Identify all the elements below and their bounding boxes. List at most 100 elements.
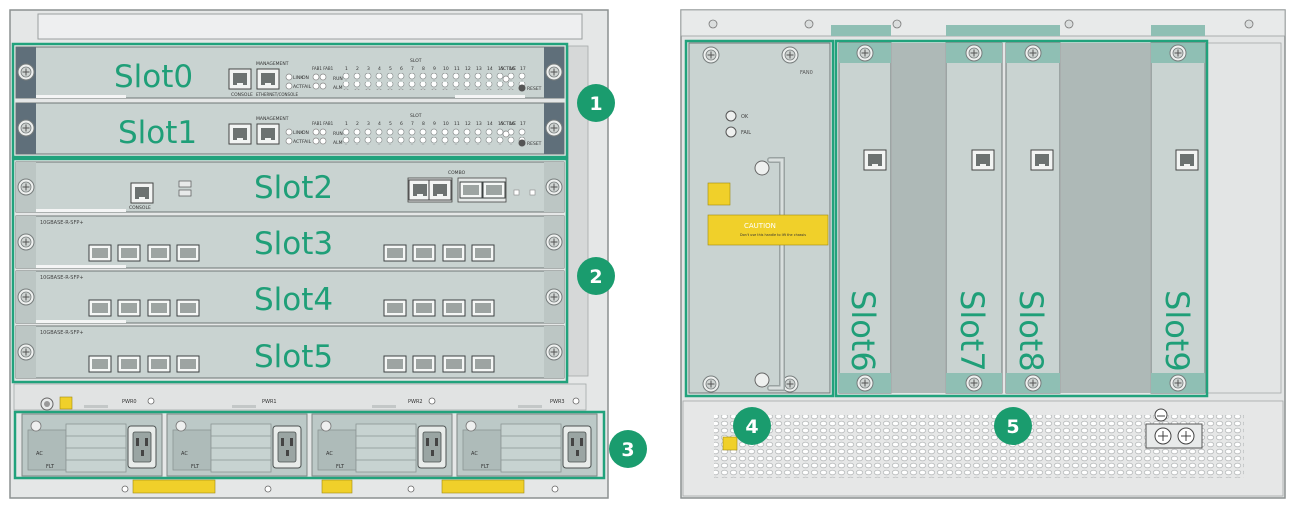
power-supplies: AC FLT AC FLT AC FLT AC FLT xyxy=(21,413,598,477)
svg-text:10: 10 xyxy=(443,66,449,72)
svg-text:5: 5 xyxy=(389,66,392,72)
psu-3-flt-label: FLT xyxy=(481,464,490,470)
svg-text:11: 11 xyxy=(454,66,460,72)
power-bay-header: PWR0 PWR1 PWR2 PWR3 xyxy=(13,383,587,411)
svg-text:16: 16 xyxy=(509,66,515,72)
slot1-link-label: LINK xyxy=(293,130,304,136)
slot9-card: Slot9 xyxy=(1150,42,1206,394)
slot2-console-label: CONSOLE xyxy=(129,205,151,211)
psu-2: AC FLT xyxy=(311,413,453,477)
svg-text:14: 14 xyxy=(487,66,493,72)
svg-text:6: 6 xyxy=(400,121,403,127)
bottom-warning-strip xyxy=(121,479,559,494)
slot3-card: 10GBASE-R-SFP+ Slot3 xyxy=(15,215,565,269)
slot3-label: Slot3 xyxy=(254,226,333,262)
svg-text:10: 10 xyxy=(443,121,449,127)
svg-text:13: 13 xyxy=(476,66,482,72)
slot6-label: Slot6 xyxy=(844,290,882,372)
svg-text:17: 17 xyxy=(520,121,526,127)
fan-caution-text: Don't use this handle to lift the chassi… xyxy=(740,233,806,237)
svg-text:11: 11 xyxy=(454,121,460,127)
svg-text:16: 16 xyxy=(509,121,515,127)
slot0-fabric-label: FAB1 FAB1 xyxy=(312,66,334,71)
slot1-run-label: RUN xyxy=(333,131,343,137)
slot0-alm-label: ALM xyxy=(333,85,343,91)
highlight-power-group xyxy=(13,410,606,480)
front-chassis: Slot0 MANAGEMENT CONSOLE ETHERNET/CONSOL… xyxy=(9,9,609,499)
svg-text:17: 17 xyxy=(520,66,526,72)
svg-text:4: 4 xyxy=(378,66,381,72)
callout-3: 3 xyxy=(609,430,647,468)
fan-fail-label: FAIL xyxy=(741,130,751,136)
slot1-card: Slot1 MANAGEMENT LINK ACT ON FAIL FAB1 F… xyxy=(15,102,565,155)
svg-text:1: 1 xyxy=(589,93,602,115)
slot1-reset-label: RESET xyxy=(527,141,542,147)
rear-chassis: FAN0 OK FAIL CAUTION Don't use this hand… xyxy=(680,9,1286,499)
psu-1-ac-label: AC xyxy=(181,451,188,457)
slot0-on-label: ON xyxy=(302,75,309,81)
fan-ok-label: OK xyxy=(741,114,749,120)
svg-text:8: 8 xyxy=(422,66,425,72)
fan-tray: FAN0 OK FAIL CAUTION Don't use this hand… xyxy=(688,42,831,394)
svg-text:2: 2 xyxy=(356,66,359,72)
slot5-model-label: 10GBASE-R-SFP+ xyxy=(40,330,84,336)
slot0-fail-label: FAIL xyxy=(302,84,312,90)
svg-text:1: 1 xyxy=(345,121,348,127)
svg-text:3: 3 xyxy=(367,66,370,72)
slot8-card: Slot8 xyxy=(1005,42,1061,394)
svg-text:2: 2 xyxy=(589,266,602,288)
slot6-card: Slot6 xyxy=(838,42,892,394)
slot5-label: Slot5 xyxy=(254,339,333,375)
fan-caution-title: CAUTION xyxy=(744,222,776,230)
slot0-ethernet-label: ETHERNET/CONSOLE xyxy=(256,92,298,97)
slot7-label: Slot7 xyxy=(953,290,991,372)
psu-1: AC FLT xyxy=(166,413,308,477)
svg-text:5: 5 xyxy=(389,121,392,127)
slot1-active-label: ACTIVE xyxy=(500,121,516,127)
psu-0: AC FLT xyxy=(21,413,163,477)
svg-text:15: 15 xyxy=(498,66,504,72)
svg-text:12: 12 xyxy=(465,121,471,127)
rear-vent-panel xyxy=(682,400,1284,497)
svg-text:8: 8 xyxy=(422,121,425,127)
slot0-console-label: CONSOLE xyxy=(231,92,253,98)
slot1-fail-label: FAIL xyxy=(302,139,312,145)
psu-1-flt-label: FLT xyxy=(191,464,200,470)
pwr1-label: PWR1 xyxy=(262,399,277,405)
svg-text:13: 13 xyxy=(476,121,482,127)
psu-0-flt-label: FLT xyxy=(46,464,55,470)
svg-text:6: 6 xyxy=(400,66,403,72)
highlight-fan-group xyxy=(684,39,835,398)
slot0-active-label: ACTIVE xyxy=(500,66,516,72)
pwr0-label: PWR0 xyxy=(122,399,137,405)
psu-0-ac-label: AC xyxy=(36,451,43,457)
svg-text:3: 3 xyxy=(621,439,634,461)
slot8-label: Slot8 xyxy=(1012,290,1050,372)
slot2-card: Slot2 CONSOLE COMBO xyxy=(15,161,565,213)
slot0-link-label: LINK xyxy=(293,75,304,81)
svg-text:4: 4 xyxy=(745,416,758,438)
psu-3: AC FLT xyxy=(456,413,598,477)
svg-text:12: 12 xyxy=(465,66,471,72)
slot0-reset-label: RESET xyxy=(527,86,542,92)
svg-text:3: 3 xyxy=(367,121,370,127)
callout-4: 4 xyxy=(733,407,771,445)
slot0-act-label: ACT xyxy=(293,84,302,90)
slot0-slot-header: SLOT xyxy=(410,58,422,64)
slot5-card: 10GBASE-R-SFP+ Slot5 xyxy=(15,325,565,379)
svg-text:2: 2 xyxy=(356,121,359,127)
slot1-on-label: ON xyxy=(302,130,309,136)
svg-text:7: 7 xyxy=(411,66,414,72)
fan-title: FAN0 xyxy=(800,70,813,76)
slot2-label: Slot2 xyxy=(254,170,333,206)
slot1-act-label: ACT xyxy=(293,139,302,145)
highlight-lpu-group xyxy=(11,157,569,384)
slot1-fabric-label: FAB1 FAB1 xyxy=(312,121,334,126)
slot4-label: Slot4 xyxy=(254,282,333,318)
slot1-slot-header: SLOT xyxy=(410,113,422,119)
slot0-run-label: RUN xyxy=(333,76,343,82)
svg-text:1: 1 xyxy=(345,66,348,72)
callout-2: 2 xyxy=(577,257,615,295)
